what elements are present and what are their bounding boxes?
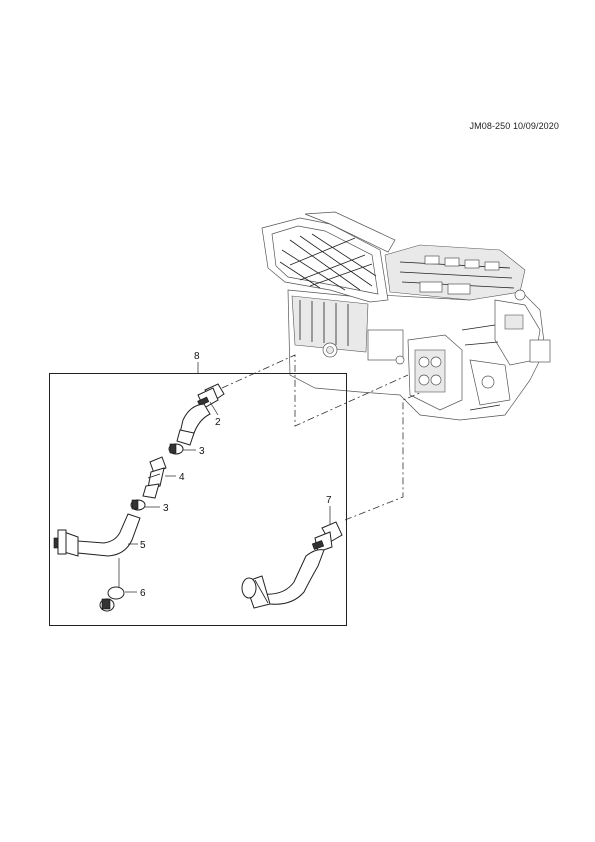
callout-8: 8 [194,351,200,362]
part-4-connector-pipe [142,456,176,499]
callout-3-upper: 3 [199,446,205,457]
callout-2: 2 [215,417,221,428]
callout-7: 7 [326,495,332,506]
document-reference: JM08-250 10/09/2020 [469,121,559,131]
part-3-upper-clamp [168,443,196,455]
connection-lines [221,354,423,521]
callout-4: 4 [179,472,185,483]
part-7-return-hose [241,506,343,609]
callout-6: 6 [140,588,146,599]
part-5-lower-hose [53,513,141,557]
part-3-lower-clamp [130,499,160,511]
hvac-module-illustration [261,211,551,421]
part-6-hose-clamp [99,558,137,612]
callout-5: 5 [140,540,146,551]
part-2-upper-hose [176,383,225,446]
callout-3-lower: 3 [163,503,169,514]
